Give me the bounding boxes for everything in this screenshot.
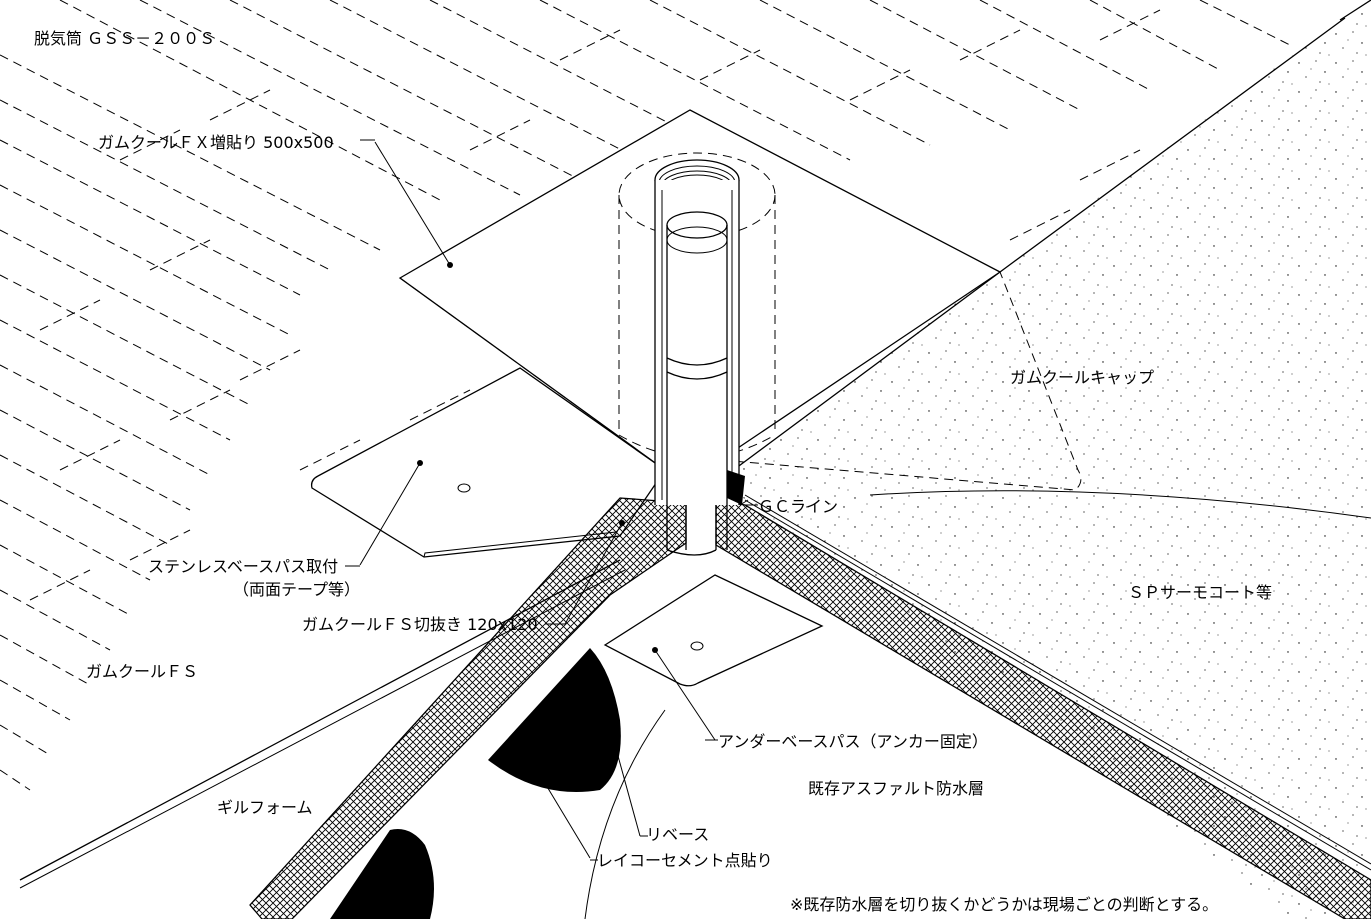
label-gumcool-fs: ガムクールＦＳ	[86, 662, 198, 681]
label-sp-thermo: ＳＰサーモコート等	[1128, 583, 1272, 602]
gumcool-fs-field	[0, 0, 1291, 791]
leader-lines	[359, 141, 1371, 859]
under-base-hole	[690, 641, 704, 651]
label-gumcool-fs-cut: ガムクールＦＳ切抜き 120x120	[302, 615, 538, 634]
reiko-cement-dot-2	[330, 829, 434, 919]
drawing-title: 脱気筒 ＧＳＳ－２００Ｓ	[34, 29, 215, 48]
label-gumcool-fx: ガムクールＦＸ増貼り 500x500	[98, 133, 334, 152]
label-gc-line: ＧＣライン	[758, 497, 838, 516]
under-base-plate	[603, 574, 824, 687]
note-text: ※既存防水層を切り抜くかどうかは現場ごとの判断とする。	[790, 895, 1218, 914]
vent-pipe	[618, 152, 776, 556]
label-under-base: アンダーベースパス（アンカー固定）	[718, 732, 988, 751]
label-existing-asphalt: 既存アスファルト防水層	[808, 779, 984, 798]
stainless-base-hole	[457, 483, 471, 493]
label-reiko-cement: レイコーセメント点貼り	[597, 851, 773, 870]
label-stainless-base-1: ステンレスベースパス取付	[148, 557, 338, 576]
label-gil-foam: ギルフォーム	[217, 798, 313, 817]
label-stainless-base-2: （両面テープ等）	[233, 580, 360, 599]
label-underlines	[345, 139, 758, 861]
reiko-cement-dot-1	[488, 648, 621, 792]
label-gumcool-cap: ガムクールキャップ	[1010, 368, 1154, 387]
gc-line-seal	[727, 470, 745, 505]
label-rebase: リベース	[646, 825, 709, 844]
